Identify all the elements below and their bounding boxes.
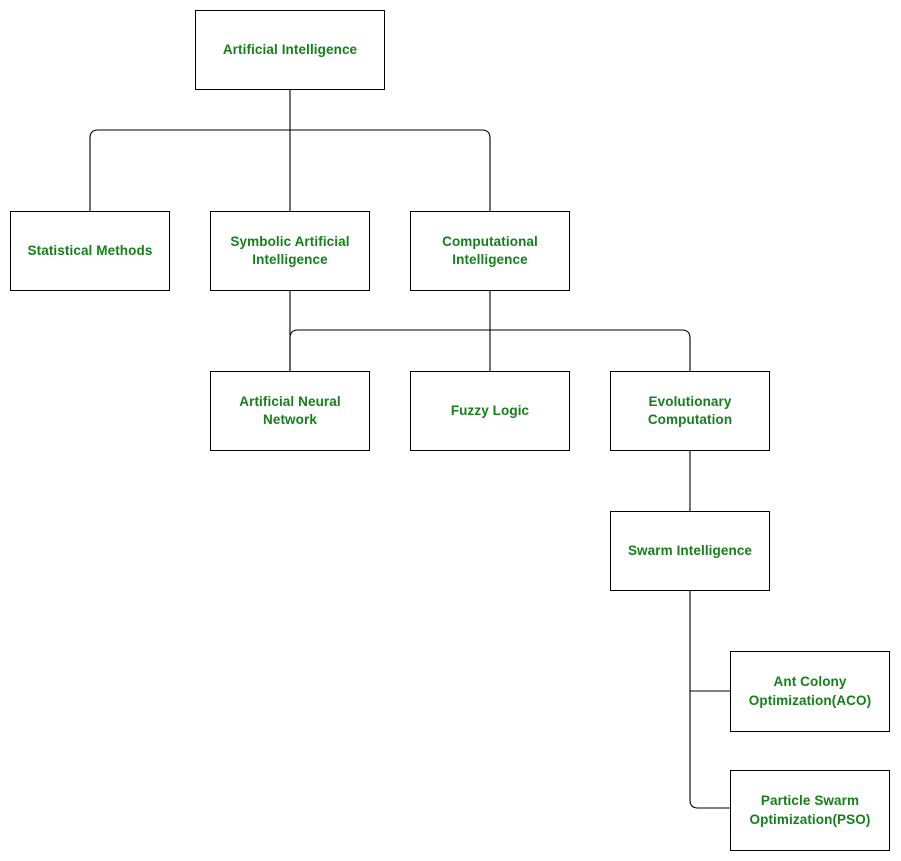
node-artificial-intelligence[interactable]: Artificial Intelligence — [195, 10, 385, 90]
node-computational-intelligence[interactable]: Computational Intelligence — [410, 211, 570, 291]
node-label-ant-colony-optimization: Ant Colony Optimization(ACO) — [748, 674, 872, 708]
edge-swarm-trunk — [689, 591, 730, 809]
node-artificial-neural-network[interactable]: Artificial Neural Network — [210, 371, 370, 451]
edge-ci-bus — [289, 329, 691, 371]
node-symbolic-artificial-intelligence[interactable]: Symbolic Artificial Intelligence — [210, 211, 370, 291]
node-label-statistical-methods: Statistical Methods — [27, 242, 153, 258]
node-ant-colony-optimization[interactable]: Ant Colony Optimization(ACO) — [730, 651, 890, 732]
node-statistical-methods[interactable]: Statistical Methods — [10, 211, 170, 291]
node-evolutionary-computation[interactable]: Evolutionary Computation — [610, 371, 770, 451]
node-label-artificial-intelligence: Artificial Intelligence — [222, 41, 358, 57]
node-label-artificial-neural-network: Artificial Neural Network — [239, 393, 341, 427]
node-fuzzy-logic[interactable]: Fuzzy Logic — [410, 371, 570, 451]
node-label-evolutionary-computation: Evolutionary Computation — [647, 393, 733, 427]
node-label-symbolic-artificial-intelligence: Symbolic Artificial Intelligence — [230, 233, 350, 267]
node-label-swarm-intelligence: Swarm Intelligence — [627, 542, 753, 558]
node-label-fuzzy-logic: Fuzzy Logic — [450, 402, 530, 418]
node-label-particle-swarm-optimization: Particle Swarm Optimization(PSO) — [749, 793, 871, 827]
edge-ai-bus — [89, 129, 491, 211]
node-swarm-intelligence[interactable]: Swarm Intelligence — [610, 511, 770, 591]
node-label-computational-intelligence: Computational Intelligence — [442, 233, 538, 267]
node-particle-swarm-optimization[interactable]: Particle Swarm Optimization(PSO) — [730, 770, 890, 851]
